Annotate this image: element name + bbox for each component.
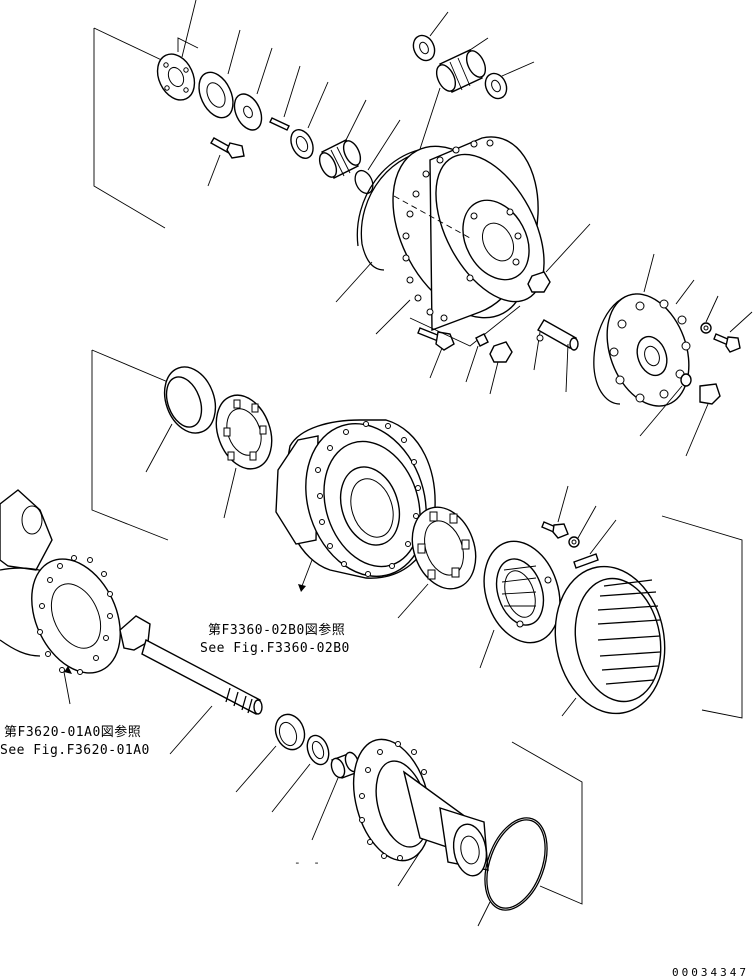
- bearing-outer-race: [163, 366, 217, 434]
- planet-shaft: [537, 319, 579, 351]
- illustration-id: 00034347: [672, 966, 749, 979]
- reference-label-en-1: See Fig.F3360-02B0: [200, 641, 350, 656]
- hub-assembly-group: 第F3360-02B0図参照 See Fig.F3360-02B0: [91, 349, 743, 719]
- planet-needle-bearing: [435, 49, 487, 93]
- roller-bearing-small: [198, 71, 234, 119]
- small-mark: - -: [294, 856, 323, 869]
- o-ring: [484, 817, 548, 911]
- ring-gear-hub: [483, 540, 561, 644]
- snap-ring: [354, 169, 374, 195]
- ring-gear-large: [554, 515, 743, 719]
- plug-seal: [680, 373, 692, 387]
- oil-seal: [290, 129, 314, 159]
- spindle-bolt-holes: [359, 741, 427, 861]
- top-assembly-group: [93, 0, 753, 457]
- flange-bolt-holes: [37, 555, 113, 675]
- washer-small-housing: [475, 333, 489, 347]
- shaft-pin: [269, 117, 290, 131]
- axle-spacer-ring: [306, 734, 330, 766]
- reference-label-en-2: See Fig.F3620-01A0: [0, 743, 150, 758]
- bearing-cone-top: [412, 34, 436, 62]
- hub-bolt-small: [541, 521, 569, 539]
- housing-bolt-holes: [402, 139, 522, 322]
- axle-seal: [274, 713, 306, 751]
- planetary-carrier-housing: [392, 136, 545, 332]
- reference-label-jp-1: 第F3360-02B0図参照: [208, 622, 345, 638]
- cover-bolt: [713, 333, 741, 353]
- needle-bearing: [318, 139, 362, 179]
- key-pin: [573, 553, 599, 569]
- hex-bolt-top-left: [210, 137, 245, 159]
- hub-washer-small: [568, 536, 580, 548]
- end-cover: [593, 293, 691, 407]
- hex-bolt-housing-lower: [417, 327, 455, 351]
- axle-shaft: [119, 615, 263, 716]
- cover-washer: [700, 322, 712, 334]
- wheel-hub: [275, 419, 436, 579]
- reference-label-jp-2: 第F3620-01A0図参照: [4, 724, 141, 740]
- axle-assembly-group: 第F3620-01A0図参照 See Fig.F3620-01A0 - -: [0, 489, 583, 927]
- tapered-roller-bearing-hub: [215, 394, 273, 470]
- drain-plug: [699, 383, 721, 405]
- bearing-cone-right: [484, 72, 508, 100]
- plug-bolt-housing: [489, 341, 513, 363]
- hex-nut-housing: [527, 271, 551, 293]
- wheel-spindle: [353, 738, 583, 905]
- thrust-washer: [233, 93, 263, 131]
- tapered-roller-bearing-inner: [411, 506, 477, 590]
- axle-housing: [0, 489, 121, 675]
- retainer-plate: [156, 53, 196, 101]
